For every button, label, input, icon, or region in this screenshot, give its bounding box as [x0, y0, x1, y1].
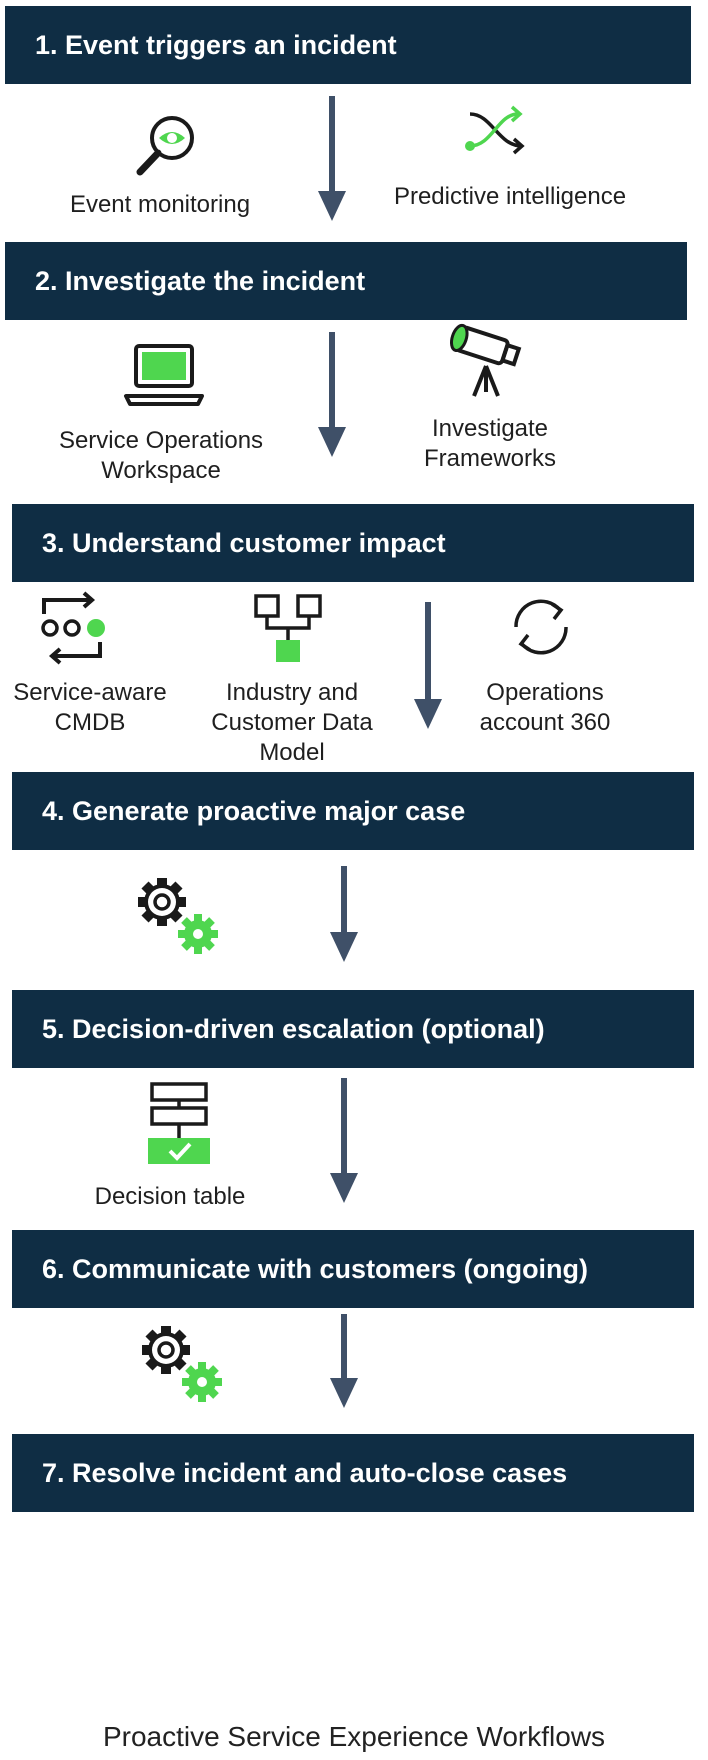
step-2-header: 2. Investigate the incident [5, 242, 687, 320]
flow-arrow-6 [330, 1314, 358, 1408]
step-4-header: 4. Generate proactive major case [12, 772, 694, 850]
diagram-caption: Proactive Service Experience Workflows [102, 1721, 606, 1752]
shuffle-arrows-icon [465, 105, 525, 155]
gears-icon [138, 878, 218, 954]
gears-icon [142, 1326, 222, 1402]
cmdb-cycle-icon [41, 591, 105, 665]
event-monitoring-label: Event monitoring [69, 191, 251, 218]
step-6-header: 6. Communicate with customers (ongoing) [12, 1230, 694, 1308]
decision-table-label: Decision table [94, 1183, 246, 1210]
step-1-header: 1. Event triggers an incident [5, 6, 691, 84]
flow-arrow-5 [330, 1078, 358, 1203]
telescope-icon [449, 323, 522, 397]
industry-customer-data-model-label: Industry and Customer Data Model [211, 679, 373, 766]
service-aware-cmdb-label: Service-aware CMDB [13, 679, 167, 736]
operations-account-360-label: Operations account 360 [479, 679, 611, 736]
laptop-icon [124, 344, 204, 406]
service-operations-workspace-label: Service Operations Workspace [58, 427, 264, 484]
investigate-frameworks-label: Investigate Frameworks [423, 415, 556, 472]
magnifier-eye-icon [136, 116, 194, 176]
predictive-intelligence-label: Predictive intelligence [393, 183, 627, 210]
step-5-header: 5. Decision-driven escalation (optional) [12, 990, 694, 1068]
hierarchy-icon [254, 594, 322, 662]
refresh-cycle-icon [514, 599, 568, 655]
flow-arrow-2 [318, 332, 346, 457]
flow-arrow-3 [414, 602, 442, 729]
flow-arrow-1 [318, 96, 346, 221]
decision-table-icon [148, 1082, 210, 1164]
step-7-header: 7. Resolve incident and auto-close cases [12, 1434, 694, 1512]
flow-arrow-4 [330, 866, 358, 962]
step-3-header: 3. Understand customer impact [12, 504, 694, 582]
